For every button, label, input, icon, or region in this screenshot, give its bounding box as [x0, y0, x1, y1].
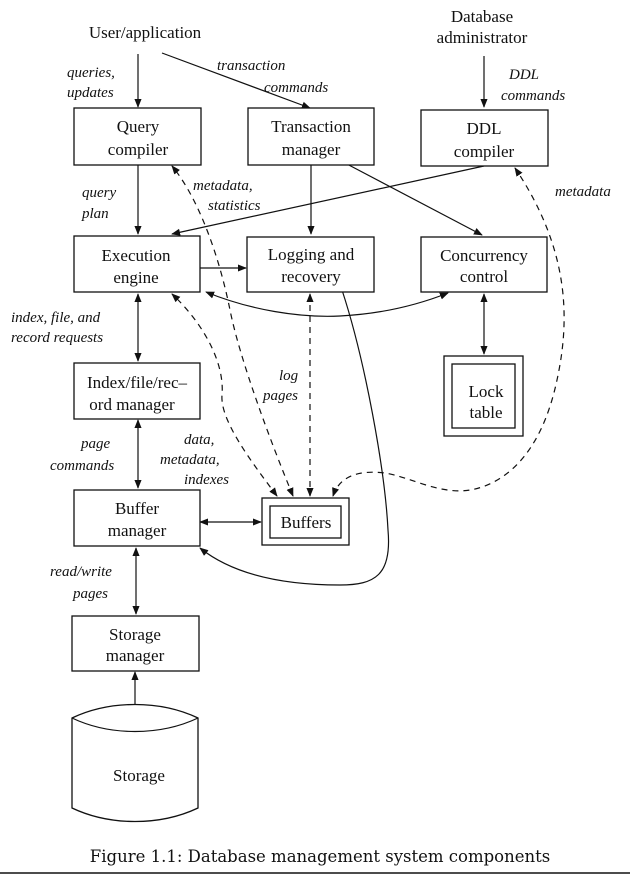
- label-indexes: indexes: [184, 472, 229, 488]
- buffer-manager-node: Buffer manager: [73, 489, 201, 547]
- label-index-file-and: index, file, and: [11, 310, 101, 326]
- label-log: log: [279, 368, 299, 384]
- storage-label: Storage: [113, 766, 165, 785]
- transaction-manager-line1: Transaction: [271, 117, 351, 136]
- execution-engine-node: Execution engine: [73, 235, 201, 293]
- label-commands: commands: [264, 80, 328, 96]
- dba-label-line2: administrator: [437, 28, 528, 47]
- execution-engine-line2: engine: [113, 268, 158, 287]
- label-page-commands: commands: [50, 458, 114, 474]
- logging-recovery-line1: Logging and: [268, 245, 355, 264]
- ddl-compiler-line1: DDL: [467, 119, 502, 138]
- lock-table-line2: table: [469, 403, 502, 422]
- index-file-record-manager-node: Index/file/rec– ord manager: [73, 362, 201, 420]
- logging-recovery-line2: recovery: [281, 267, 341, 286]
- label-read-write: read/write: [50, 564, 112, 580]
- label-data: data,: [184, 432, 214, 448]
- label-ddl-commands: commands: [501, 88, 565, 104]
- concurrency-control-line2: control: [460, 267, 508, 286]
- storage-manager-node: Storage manager: [71, 615, 200, 672]
- logging-recovery-node: Logging and recovery: [246, 236, 375, 293]
- edge-user-to-transaction-manager: [161, 52, 311, 109]
- figure-caption: Figure 1.1: Database management system c…: [90, 847, 550, 866]
- ddl-compiler-node: DDL compiler: [420, 109, 549, 167]
- query-compiler-line2: compiler: [108, 140, 169, 159]
- label-metadata-comma: metadata,: [193, 178, 253, 194]
- concurrency-control-node: Concurrency control: [420, 236, 548, 293]
- label-ddl: DDL: [508, 67, 539, 83]
- buffers-label: Buffers: [281, 513, 332, 532]
- lock-table-line1: Lock: [469, 382, 504, 401]
- label-statistics: statistics: [208, 198, 261, 214]
- storage-manager-line2: manager: [106, 646, 165, 665]
- label-rw-pages: pages: [72, 586, 108, 602]
- execution-engine-line1: Execution: [102, 246, 171, 265]
- transaction-manager-node: Transaction manager: [247, 107, 375, 166]
- label-pages: pages: [262, 388, 298, 404]
- query-compiler-line1: Query: [117, 117, 160, 136]
- buffer-manager-line1: Buffer: [115, 499, 159, 518]
- transaction-manager-line2: manager: [282, 140, 341, 159]
- ddl-compiler-line2: compiler: [454, 142, 515, 161]
- buffers-node: Buffers: [261, 497, 350, 546]
- label-transaction: transaction: [217, 58, 285, 74]
- storage-cylinder-body: [71, 703, 199, 823]
- label-metadata-right: metadata: [555, 184, 611, 200]
- edge-execution-concurrency: [205, 291, 449, 317]
- label-plan: plan: [81, 206, 109, 222]
- label-query: query: [82, 185, 116, 201]
- storage-cylinder-top: [71, 717, 199, 733]
- label-updates: updates: [67, 85, 114, 101]
- concurrency-control-line1: Concurrency: [440, 246, 528, 265]
- query-compiler-node: Query compiler: [73, 107, 202, 166]
- edge-transaction-to-concurrency: [344, 162, 483, 236]
- user-application-label: User/application: [89, 23, 202, 42]
- storage-manager-line1: Storage: [109, 625, 161, 644]
- label-queries: queries,: [67, 65, 115, 81]
- index-manager-line2: ord manager: [89, 395, 175, 414]
- buffer-manager-line2: manager: [108, 521, 167, 540]
- label-page: page: [80, 436, 111, 452]
- index-manager-line1: Index/file/rec–: [87, 373, 188, 392]
- edge-buffers-ddl-metadata: [332, 167, 565, 497]
- label-record-requests: record requests: [11, 330, 103, 346]
- label-metadata-data: metadata,: [160, 452, 220, 468]
- dba-label-line1: Database: [451, 7, 513, 26]
- storage-cylinder-node: Storage: [71, 703, 199, 823]
- lock-table-node: Lock table: [443, 355, 524, 437]
